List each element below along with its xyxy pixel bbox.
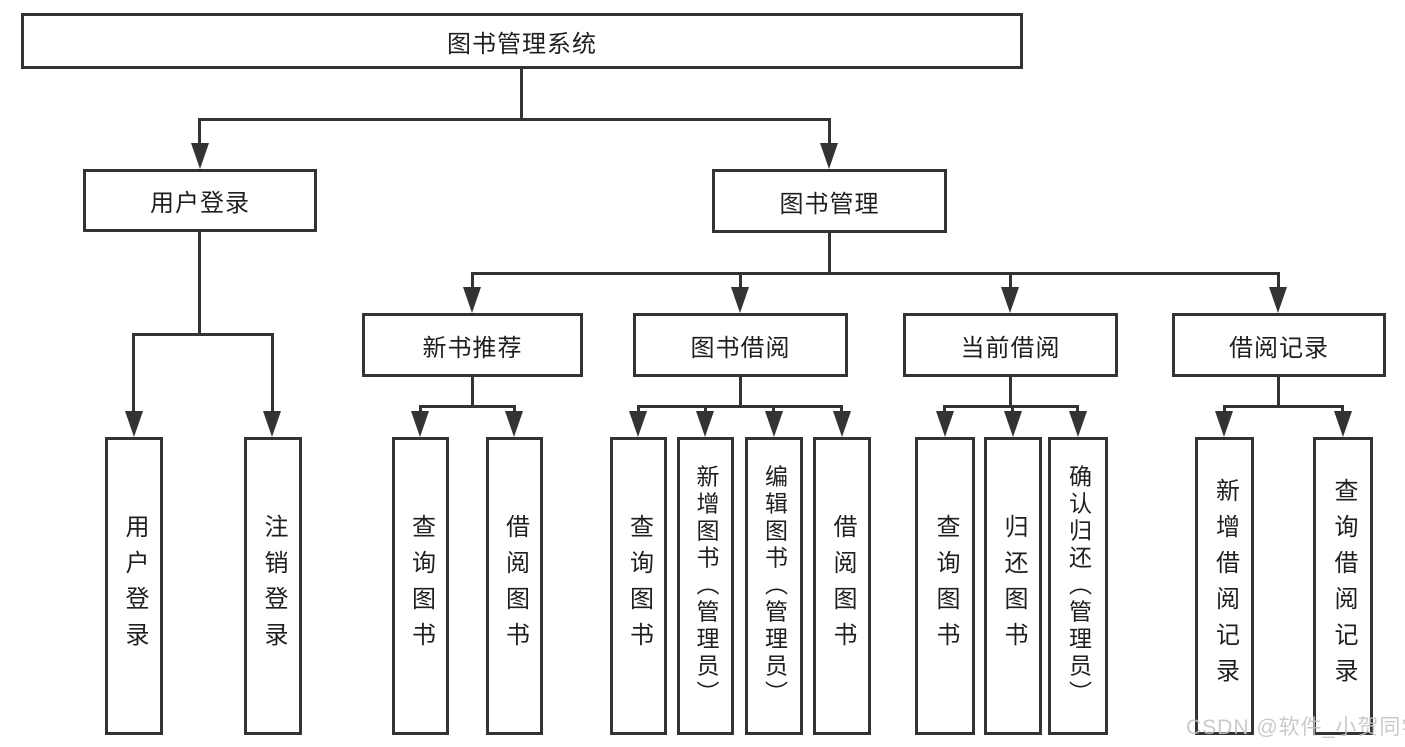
arrowhead-down-icon bbox=[629, 411, 647, 437]
arrowhead-down-icon bbox=[191, 143, 209, 169]
node-new-book-recommendation-label: 新书推荐 bbox=[422, 334, 523, 362]
arrowhead-down-icon bbox=[1269, 287, 1287, 313]
leaf-borrow-books-recommend: 借阅图书 bbox=[486, 437, 543, 735]
connector-line-horizontal bbox=[132, 333, 274, 336]
connector-line-vertical bbox=[513, 405, 516, 414]
arrowhead-down-icon bbox=[463, 287, 481, 313]
leaf-query-books-borrowing-label: 查询图书 bbox=[625, 514, 653, 658]
connector-line-horizontal bbox=[198, 118, 831, 121]
connector-line-vertical bbox=[739, 377, 742, 408]
leaf-borrow-books-borrowing-label: 借阅图书 bbox=[829, 514, 856, 658]
arrowhead-down-icon bbox=[936, 411, 954, 437]
connector-line-horizontal bbox=[1223, 405, 1344, 408]
leaf-edit-book-admin: 编辑图书（管理员） bbox=[745, 437, 803, 735]
connector-line-vertical bbox=[132, 333, 135, 413]
connector-line-horizontal bbox=[943, 405, 1079, 408]
connector-line-vertical bbox=[637, 405, 640, 414]
leaf-edit-book-admin-label: 编辑图书（管理员） bbox=[761, 464, 788, 708]
node-user-login: 用户登录 bbox=[83, 169, 317, 232]
node-book-management: 图书管理 bbox=[712, 169, 947, 233]
arrowhead-down-icon bbox=[505, 411, 523, 437]
node-new-book-recommendation: 新书推荐 bbox=[362, 313, 583, 377]
arrowhead-down-icon bbox=[820, 143, 838, 169]
leaf-return-book: 归还图书 bbox=[984, 437, 1042, 735]
arrowhead-down-icon bbox=[833, 411, 851, 437]
connector-line-horizontal bbox=[419, 405, 516, 408]
connector-line-vertical bbox=[1076, 405, 1079, 414]
leaf-user-login: 用户登录 bbox=[105, 437, 163, 735]
arrowhead-down-icon bbox=[1001, 287, 1019, 313]
connector-line-vertical bbox=[1277, 272, 1280, 289]
node-borrowing-records-label: 借阅记录 bbox=[1229, 334, 1329, 362]
connector-line-vertical bbox=[1009, 272, 1012, 289]
leaf-add-borrow-record-label: 新增借阅记录 bbox=[1211, 478, 1239, 694]
node-user-login-label: 用户登录 bbox=[150, 190, 250, 217]
node-root: 图书管理系统 bbox=[21, 13, 1023, 69]
arrowhead-down-icon bbox=[411, 411, 429, 437]
leaf-confirm-return-admin: 确认归还（管理员） bbox=[1048, 437, 1108, 735]
connector-line-vertical bbox=[419, 405, 422, 414]
leaf-query-borrow-record-label: 查询借阅记录 bbox=[1330, 478, 1357, 694]
leaf-borrow-books-recommend-label: 借阅图书 bbox=[501, 514, 529, 658]
connector-line-vertical bbox=[840, 405, 843, 414]
leaf-add-book-admin: 新增图书（管理员） bbox=[677, 437, 734, 735]
arrowhead-down-icon bbox=[696, 411, 714, 437]
connector-line-vertical bbox=[828, 118, 831, 148]
arrowhead-down-icon bbox=[765, 411, 783, 437]
node-borrowing-records: 借阅记录 bbox=[1172, 313, 1386, 377]
leaf-borrow-books-borrowing: 借阅图书 bbox=[813, 437, 871, 735]
node-book-borrowing: 图书借阅 bbox=[633, 313, 848, 377]
leaf-query-books-recommend-label: 查询图书 bbox=[407, 514, 435, 658]
connector-line-vertical bbox=[772, 405, 775, 414]
arrowhead-down-icon bbox=[1334, 411, 1352, 437]
leaf-query-books-current-label: 查询图书 bbox=[932, 514, 959, 658]
node-book-borrowing-label: 图书借阅 bbox=[690, 334, 791, 362]
connector-line-horizontal bbox=[471, 272, 1280, 275]
leaf-logout: 注销登录 bbox=[244, 437, 302, 735]
connector-line-vertical bbox=[271, 333, 274, 413]
leaf-query-books-current: 查询图书 bbox=[915, 437, 975, 735]
leaf-return-book-label: 归还图书 bbox=[1000, 514, 1027, 658]
leaf-user-login-label: 用户登录 bbox=[121, 514, 148, 658]
connector-line-vertical bbox=[1223, 405, 1226, 414]
connector-line-vertical bbox=[943, 405, 946, 414]
connector-line-vertical bbox=[198, 232, 201, 336]
arrowhead-down-icon bbox=[1215, 411, 1233, 437]
leaf-add-book-admin-label: 新增图书（管理员） bbox=[693, 464, 719, 708]
connector-line-vertical bbox=[198, 118, 201, 148]
arrowhead-down-icon bbox=[1004, 411, 1022, 437]
connector-line-vertical bbox=[471, 272, 474, 289]
arrowhead-down-icon bbox=[731, 287, 749, 313]
connector-line-vertical bbox=[739, 272, 742, 289]
connector-line-vertical bbox=[1009, 377, 1012, 408]
leaf-logout-label: 注销登录 bbox=[260, 514, 287, 658]
connector-line-vertical bbox=[471, 377, 474, 408]
leaf-add-borrow-record: 新增借阅记录 bbox=[1195, 437, 1254, 735]
node-current-borrowing: 当前借阅 bbox=[903, 313, 1118, 377]
connector-line-vertical bbox=[704, 405, 707, 414]
watermark-text: CSDN @软件_小贺同学 bbox=[1186, 716, 1405, 739]
connector-line-vertical bbox=[520, 69, 523, 121]
connector-line-vertical bbox=[1011, 405, 1014, 414]
leaf-confirm-return-admin-label: 确认归还（管理员） bbox=[1065, 464, 1092, 708]
arrowhead-down-icon bbox=[263, 411, 281, 437]
connector-line-horizontal bbox=[637, 405, 843, 408]
arrowhead-down-icon bbox=[1069, 411, 1087, 437]
leaf-query-borrow-record: 查询借阅记录 bbox=[1313, 437, 1373, 735]
leaf-query-books-borrowing: 查询图书 bbox=[610, 437, 667, 735]
connector-line-vertical bbox=[1341, 405, 1344, 414]
node-book-management-label: 图书管理 bbox=[779, 190, 880, 218]
node-current-borrowing-label: 当前借阅 bbox=[960, 334, 1061, 362]
arrowhead-down-icon bbox=[125, 411, 143, 437]
leaf-query-books-recommend: 查询图书 bbox=[392, 437, 449, 735]
node-root-label: 图书管理系统 bbox=[447, 30, 597, 58]
connector-line-vertical bbox=[828, 233, 831, 275]
connector-line-vertical bbox=[1277, 377, 1280, 408]
